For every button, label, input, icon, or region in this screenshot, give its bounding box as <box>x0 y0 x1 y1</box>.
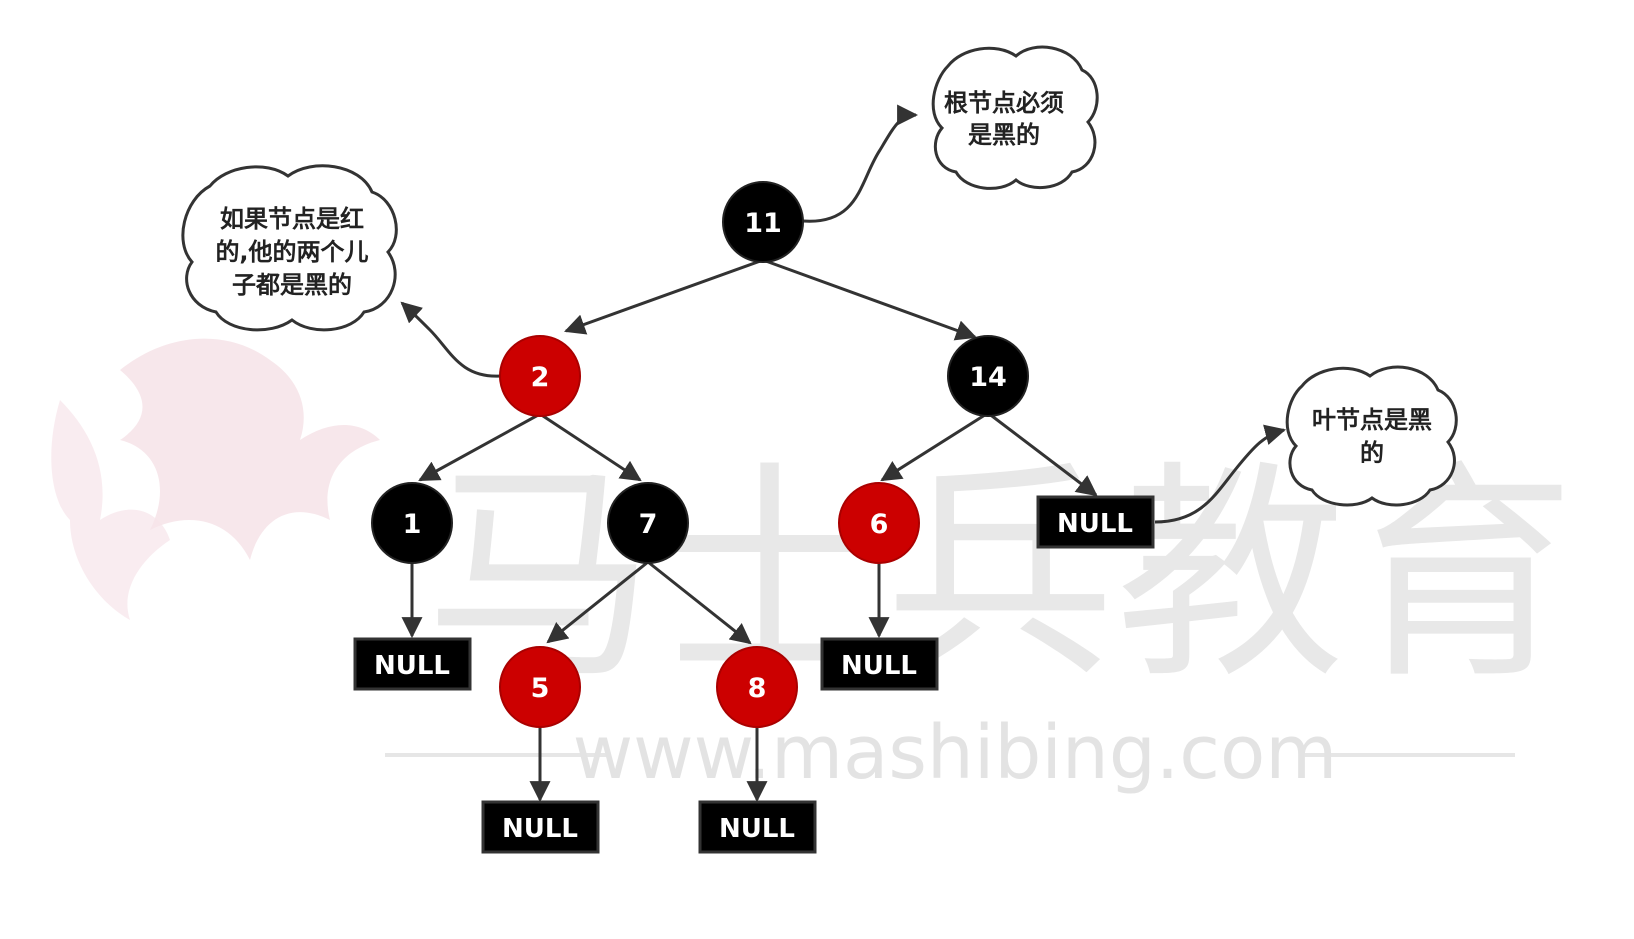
null-leaf-1: NULL <box>353 637 472 691</box>
root-note-line-2: 是黑的 <box>968 121 1040 149</box>
cloud-shape <box>181 164 398 332</box>
node-14: 14 <box>947 335 1029 417</box>
node-5-label: 5 <box>531 673 550 704</box>
watermark-logo <box>51 338 380 620</box>
null-leaf-6: NULL <box>820 637 939 691</box>
node-11-label: 11 <box>744 208 782 239</box>
null-box <box>1036 495 1155 549</box>
cloud-shape <box>931 45 1099 190</box>
red-note-line-3: 子都是黑的 <box>232 271 352 299</box>
node-1-circle <box>371 482 453 564</box>
node-7-label: 7 <box>639 509 658 540</box>
edge-2-1 <box>418 412 541 482</box>
node-11: 11 <box>722 181 804 263</box>
node-7: 7 <box>607 482 689 564</box>
cloud-shape <box>1285 365 1458 507</box>
edge-14-6 <box>880 411 989 482</box>
null-box <box>820 637 939 691</box>
red-note-line-1: 如果节点是红 <box>220 205 364 233</box>
node-14-circle <box>947 335 1029 417</box>
edge-14-null <box>987 411 1098 497</box>
node-1-label: 1 <box>403 509 422 540</box>
null-leaf-14-right: NULL <box>1036 495 1155 549</box>
watermark-url: www.mashibing.com <box>573 710 1338 796</box>
null-leaf-5: NULL <box>481 800 600 854</box>
node-8: 8 <box>716 646 798 728</box>
cloud-root-note: 根节点必须 是黑的 <box>931 45 1099 190</box>
node-2-circle <box>499 335 581 417</box>
node-5: 5 <box>499 646 581 728</box>
null-box <box>353 637 472 691</box>
null-label: NULL <box>502 814 578 844</box>
connector-red-note <box>400 301 501 378</box>
null-label: NULL <box>1057 509 1133 539</box>
edge-7-8 <box>647 560 752 645</box>
cloud-leaf-note: 叶节点是黑 的 <box>1285 365 1458 507</box>
node-8-circle <box>716 646 798 728</box>
leaf-note-line-2: 的 <box>1360 439 1384 467</box>
node-6-circle <box>838 482 920 564</box>
root-note-line-1: 根节点必须 <box>944 89 1064 117</box>
null-leaves: NULL NULL NULL NULL NULL <box>353 495 1155 854</box>
annotation-clouds: 根节点必须 是黑的 如果节点是红 的,他的两个儿 子都是黑的 叶节点是黑 的 <box>181 45 1458 507</box>
node-2-label: 2 <box>531 362 550 393</box>
edge-11-2 <box>564 258 764 335</box>
node-14-label: 14 <box>969 362 1007 393</box>
null-label: NULL <box>841 651 917 681</box>
tree-nodes: 11 2 14 1 7 6 5 8 <box>371 181 1029 728</box>
connector-root-note <box>802 104 919 223</box>
cloud-red-note: 如果节点是红 的,他的两个儿 子都是黑的 <box>181 164 398 332</box>
node-6: 6 <box>838 482 920 564</box>
note-connectors <box>400 104 1287 524</box>
leaf-note-line-1: 叶节点是黑 <box>1312 406 1432 434</box>
node-6-label: 6 <box>870 509 889 540</box>
node-1: 1 <box>371 482 453 564</box>
null-box <box>698 800 817 854</box>
connector-leaf-note <box>1154 424 1287 524</box>
node-5-circle <box>499 646 581 728</box>
node-11-circle <box>722 181 804 263</box>
node-2: 2 <box>499 335 581 417</box>
tree-edges <box>401 258 1098 803</box>
edge-2-7 <box>539 412 642 482</box>
null-box <box>481 800 600 854</box>
red-note-line-2: 的,他的两个儿 <box>215 238 368 266</box>
edge-11-14 <box>762 258 977 341</box>
null-leaf-8: NULL <box>698 800 817 854</box>
node-7-circle <box>607 482 689 564</box>
edge-7-5 <box>546 560 649 644</box>
node-8-label: 8 <box>748 673 767 704</box>
null-label: NULL <box>719 814 795 844</box>
null-label: NULL <box>374 651 450 681</box>
